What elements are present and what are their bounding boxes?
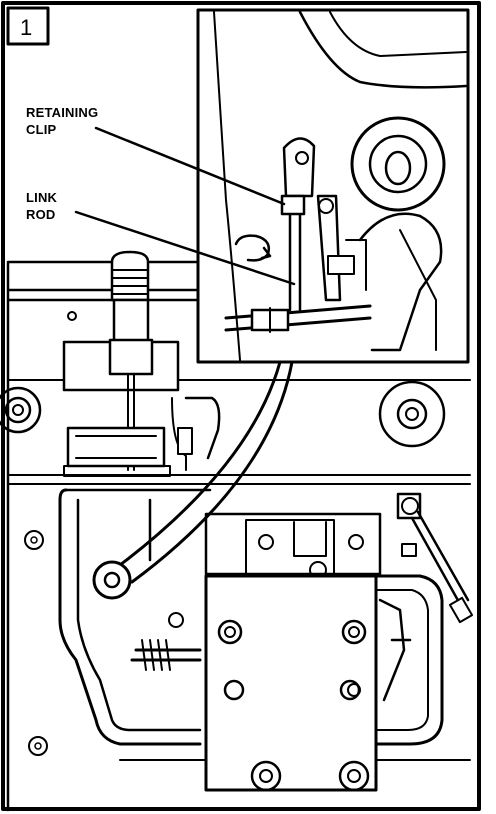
figure-border <box>1 1 481 811</box>
rotation-arrow-icon <box>234 234 272 262</box>
latch-bolt-1 <box>217 619 243 645</box>
callout-retaining-clip: RETAINING CLIP <box>26 105 98 137</box>
link-rod-leader <box>74 210 296 286</box>
inset-round-hole <box>350 116 446 212</box>
retaining-clip-part <box>280 137 316 216</box>
callout-link-rod-line2: ROD <box>26 207 56 222</box>
step-number: 1 <box>20 15 32 40</box>
latch-assembly <box>130 492 474 792</box>
callout-retaining-clip-line2: CLIP <box>26 122 57 137</box>
detail-pointer-outer <box>106 360 282 576</box>
callout-retaining-clip-line1: RETAINING <box>26 105 98 120</box>
detail-target-circle <box>92 560 132 600</box>
latch-bolt-6 <box>338 760 370 792</box>
left-speaker-hole <box>0 386 42 434</box>
latch-bolt-5 <box>250 760 282 792</box>
inset-detail <box>196 8 470 364</box>
inset-lever <box>316 194 367 302</box>
retaining-clip-leader <box>94 126 286 206</box>
right-hole <box>378 380 446 448</box>
step-number-box: 1 <box>6 6 50 46</box>
latch-bolt-2 <box>341 619 367 645</box>
detail-pointer-inner <box>130 360 294 584</box>
latch-bolt-3 <box>223 679 245 701</box>
lock-knob <box>62 250 221 477</box>
callout-link-rod: LINK ROD <box>26 190 58 222</box>
callout-link-rod-line1: LINK <box>26 190 58 205</box>
